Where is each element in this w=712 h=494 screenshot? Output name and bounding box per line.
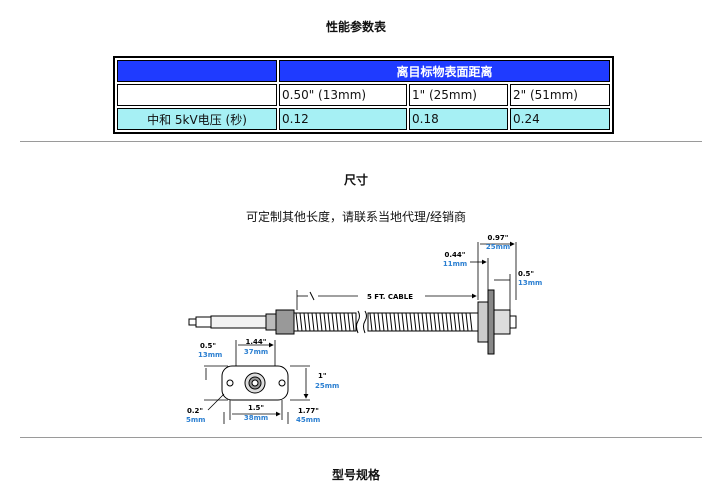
table-corner-cell [117, 60, 277, 82]
dim-144-in: 1.44" [246, 338, 267, 346]
dim-097-in: 0.97" [488, 234, 509, 242]
table-distance-row: 0.50" (13mm) 1" (25mm) 2" (51mm) [117, 84, 610, 106]
custom-length-note: 可定制其他长度，请联系当地代理/经销商 [245, 210, 467, 224]
table-header-row: 离目标物表面距离 [117, 60, 610, 82]
bulkhead-connector [477, 289, 517, 355]
performance-table: 离目标物表面距离 0.50" (13mm) 1" (25mm) 2" (51mm… [113, 56, 614, 134]
dim-177-mm: 45mm [296, 416, 320, 424]
value-cell: 0.12 [279, 108, 407, 130]
table-value-row: 中和 5kV电压 (秒) 0.12 0.18 0.24 [117, 108, 610, 130]
dim-1-mm: 25mm [315, 382, 339, 390]
cable-length-label: 5 FT. CABLE [367, 293, 413, 301]
distance-cell: 2" (51mm) [510, 84, 610, 106]
dim-144-mm: 37mm [244, 348, 268, 356]
row-label: 中和 5kV电压 (秒) [117, 108, 277, 130]
distance-header: 离目标物表面距离 [279, 60, 610, 82]
cable-break [363, 310, 367, 334]
cable-break [356, 310, 360, 334]
dim-177-in: 1.77" [298, 407, 319, 415]
section-divider [20, 437, 702, 438]
dim-15-mm: 38mm [244, 414, 268, 422]
dim-044-in: 0.44" [445, 251, 466, 259]
cable-coil-right [367, 312, 479, 332]
dim-05r-in: 0.5" [518, 270, 534, 278]
performance-title: 性能参数表 [325, 20, 386, 34]
flange-front-view [221, 365, 289, 401]
dimensions-title: 尺寸 [343, 173, 368, 187]
dim-05l-in: 0.5" [200, 342, 216, 350]
probe-body [188, 309, 295, 335]
distance-cell: 0.50" (13mm) [279, 84, 407, 106]
dim-044-mm: 11mm [443, 260, 467, 268]
model-title: 型号规格 [331, 468, 380, 482]
dim-02-in: 0.2" [187, 407, 203, 415]
dim-05l-mm: 13mm [198, 351, 222, 359]
cable-coil-left [293, 312, 357, 332]
dim-1-in: 1" [318, 372, 327, 380]
value-cell: 0.24 [510, 108, 610, 130]
dim-097-mm: 25mm [486, 243, 510, 251]
section-divider [20, 141, 702, 142]
dim-02-mm: 5mm [186, 416, 205, 424]
value-cell: 0.18 [409, 108, 508, 130]
distance-cell: 1" (25mm) [409, 84, 508, 106]
dim-05r-mm: 13mm [518, 279, 542, 287]
table-empty-cell [117, 84, 277, 106]
dim-15-in: 1.5" [248, 404, 264, 412]
